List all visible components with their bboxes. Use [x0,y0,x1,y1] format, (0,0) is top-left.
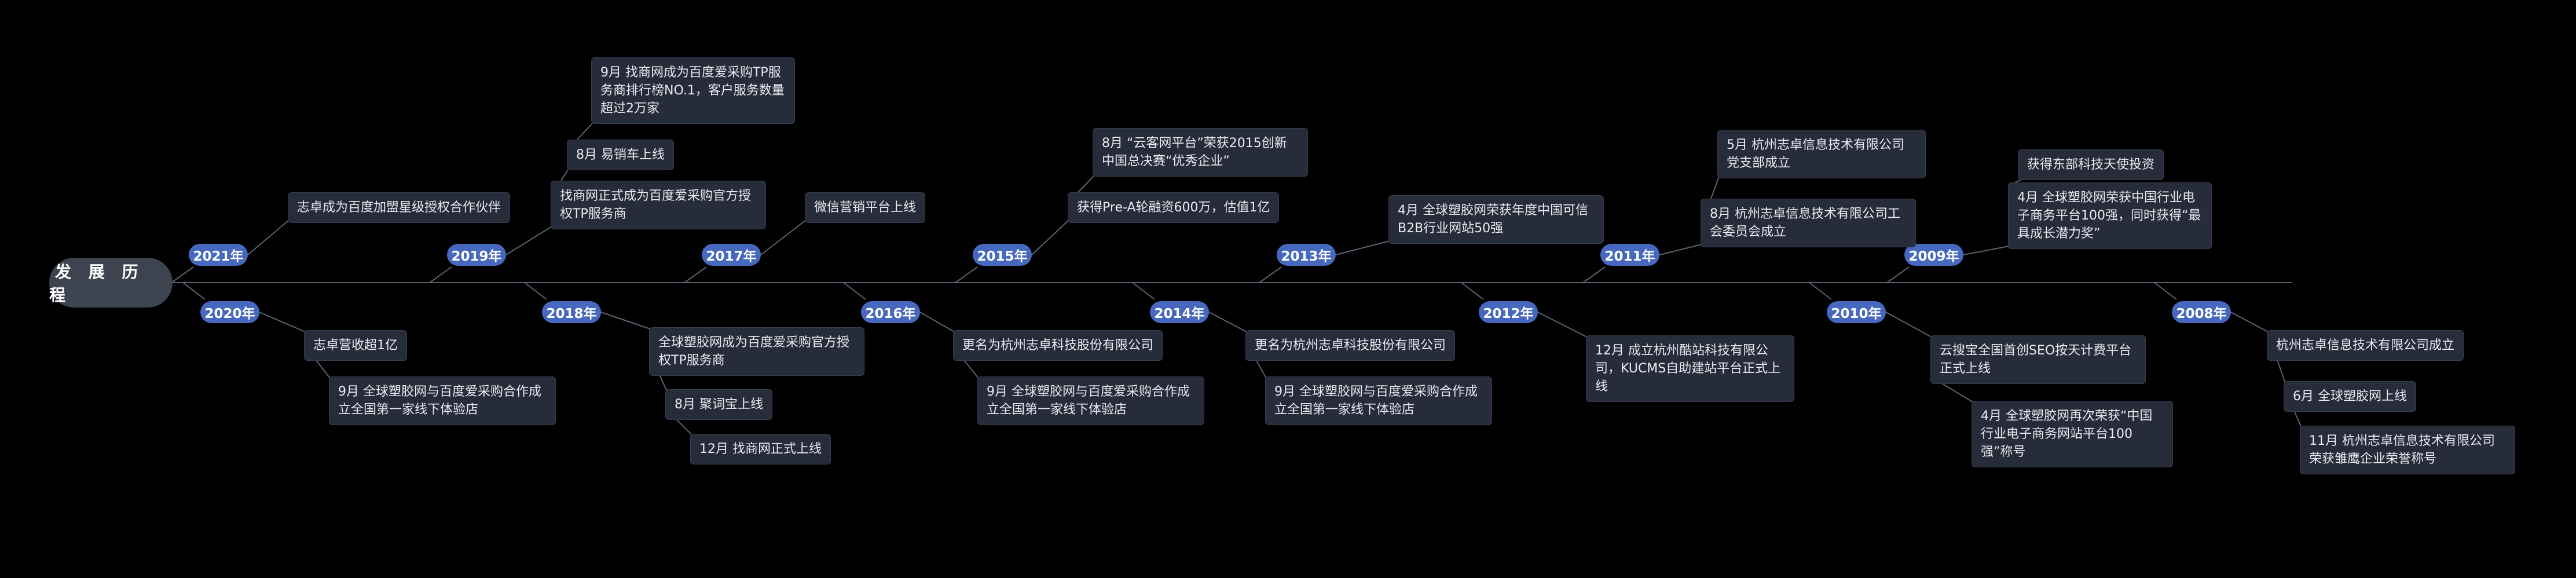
milestone-2021-1[interactable]: 志卓成为百度加盟星级授权合作伙伴 [288,192,511,223]
milestone-2018-2[interactable]: 8月 聚词宝上线 [665,389,772,420]
milestone-2015-1[interactable]: 获得Pre-A轮融资600万，估值1亿 [1068,192,1280,223]
timeline-title: 发 展 历 程 [49,262,144,305]
milestone-2008-3[interactable]: 11月 杭州志卓信息技术有限公司荣获雏鹰企业荣誉称号 [2300,426,2515,474]
year-node-2017[interactable]: 2017年 [702,244,761,266]
year-node-2012[interactable]: 2012年 [1479,301,1538,323]
year-node-2016[interactable]: 2016年 [861,301,920,323]
year-node-2014[interactable]: 2014年 [1150,301,1209,323]
year-node-2010[interactable]: 2010年 [1827,301,1886,323]
milestone-2013-1[interactable]: 4月 全球塑胶网荣获年度中国可信B2B行业网站50强 [1388,195,1604,244]
year-node-2021[interactable]: 2021年 [189,244,248,266]
milestone-2011-1[interactable]: 8月 杭州志卓信息技术有限公司工会委员会成立 [1701,199,1916,247]
milestone-2010-2[interactable]: 4月 全球塑胶网再次荣获“中国行业电子商务网站平台100强”称号 [1972,401,2173,467]
year-node-2020[interactable]: 2020年 [200,301,259,323]
milestone-2018-3[interactable]: 12月 找商网正式上线 [690,434,831,464]
milestone-2014-2[interactable]: 9月 全球塑胶网与百度爱采购合作成立全国第一家线下体验店 [1265,376,1492,425]
milestone-2014-1[interactable]: 更名为杭州志卓科技股份有限公司 [1245,330,1456,361]
milestone-2010-1[interactable]: 云搜宝全国首创SEO按天计费平台正式上线 [1930,335,2146,384]
year-node-2009[interactable]: 2009年 [1904,244,1963,266]
year-node-2008[interactable]: 2008年 [2172,301,2231,323]
timeline-root-node[interactable]: 发 展 历 程 [49,258,173,308]
milestone-2019-3[interactable]: 9月 找商网成为百度爱采购TP服务商排行榜NO.1，客户服务数量超过2万家 [591,57,795,124]
year-node-2013[interactable]: 2013年 [1277,244,1336,266]
milestone-2018-1[interactable]: 全球塑胶网成为百度爱采购官方授权TP服务商 [649,327,864,376]
milestone-2015-2[interactable]: 8月 “云客网平台”荣获2015创新中国总决赛“优秀企业” [1093,128,1308,177]
milestone-2011-2[interactable]: 5月 杭州志卓信息技术有限公司党支部成立 [1717,130,1926,178]
milestone-2009-1[interactable]: 4月 全球塑胶网荣获中国行业电子商务平台100强，同时获得“最具成长潜力奖” [2008,182,2212,249]
year-node-2015[interactable]: 2015年 [973,244,1032,266]
year-node-2018[interactable]: 2018年 [542,301,601,323]
milestone-2020-2[interactable]: 9月 全球塑胶网与百度爱采购合作成立全国第一家线下体验店 [329,376,556,425]
year-node-2011[interactable]: 2011年 [1600,244,1659,266]
year-node-2019[interactable]: 2019年 [447,244,506,266]
milestone-2019-1[interactable]: 找商网正式成为百度爱采购官方授权TP服务商 [551,181,766,229]
milestone-2009-2[interactable]: 获得东部科技天使投资 [2018,149,2164,180]
milestone-2008-2[interactable]: 6月 全球塑胶网上线 [2284,381,2416,412]
milestone-2019-2[interactable]: 8月 易销车上线 [567,140,674,170]
milestone-2017-1[interactable]: 微信营销平台上线 [805,192,926,223]
milestone-2016-2[interactable]: 9月 全球塑胶网与百度爱采购合作成立全国第一家线下体验店 [977,376,1204,425]
connector-group [171,123,2302,435]
milestone-2012-1[interactable]: 12月 成立杭州酷站科技有限公司，KUCMS自助建站平台正式上线 [1586,335,1794,402]
milestone-2020-1[interactable]: 志卓营收超1亿 [304,330,407,361]
milestone-2008-1[interactable]: 杭州志卓信息技术有限公司成立 [2267,330,2464,361]
milestone-2016-1[interactable]: 更名为杭州志卓科技股份有限公司 [953,330,1163,361]
